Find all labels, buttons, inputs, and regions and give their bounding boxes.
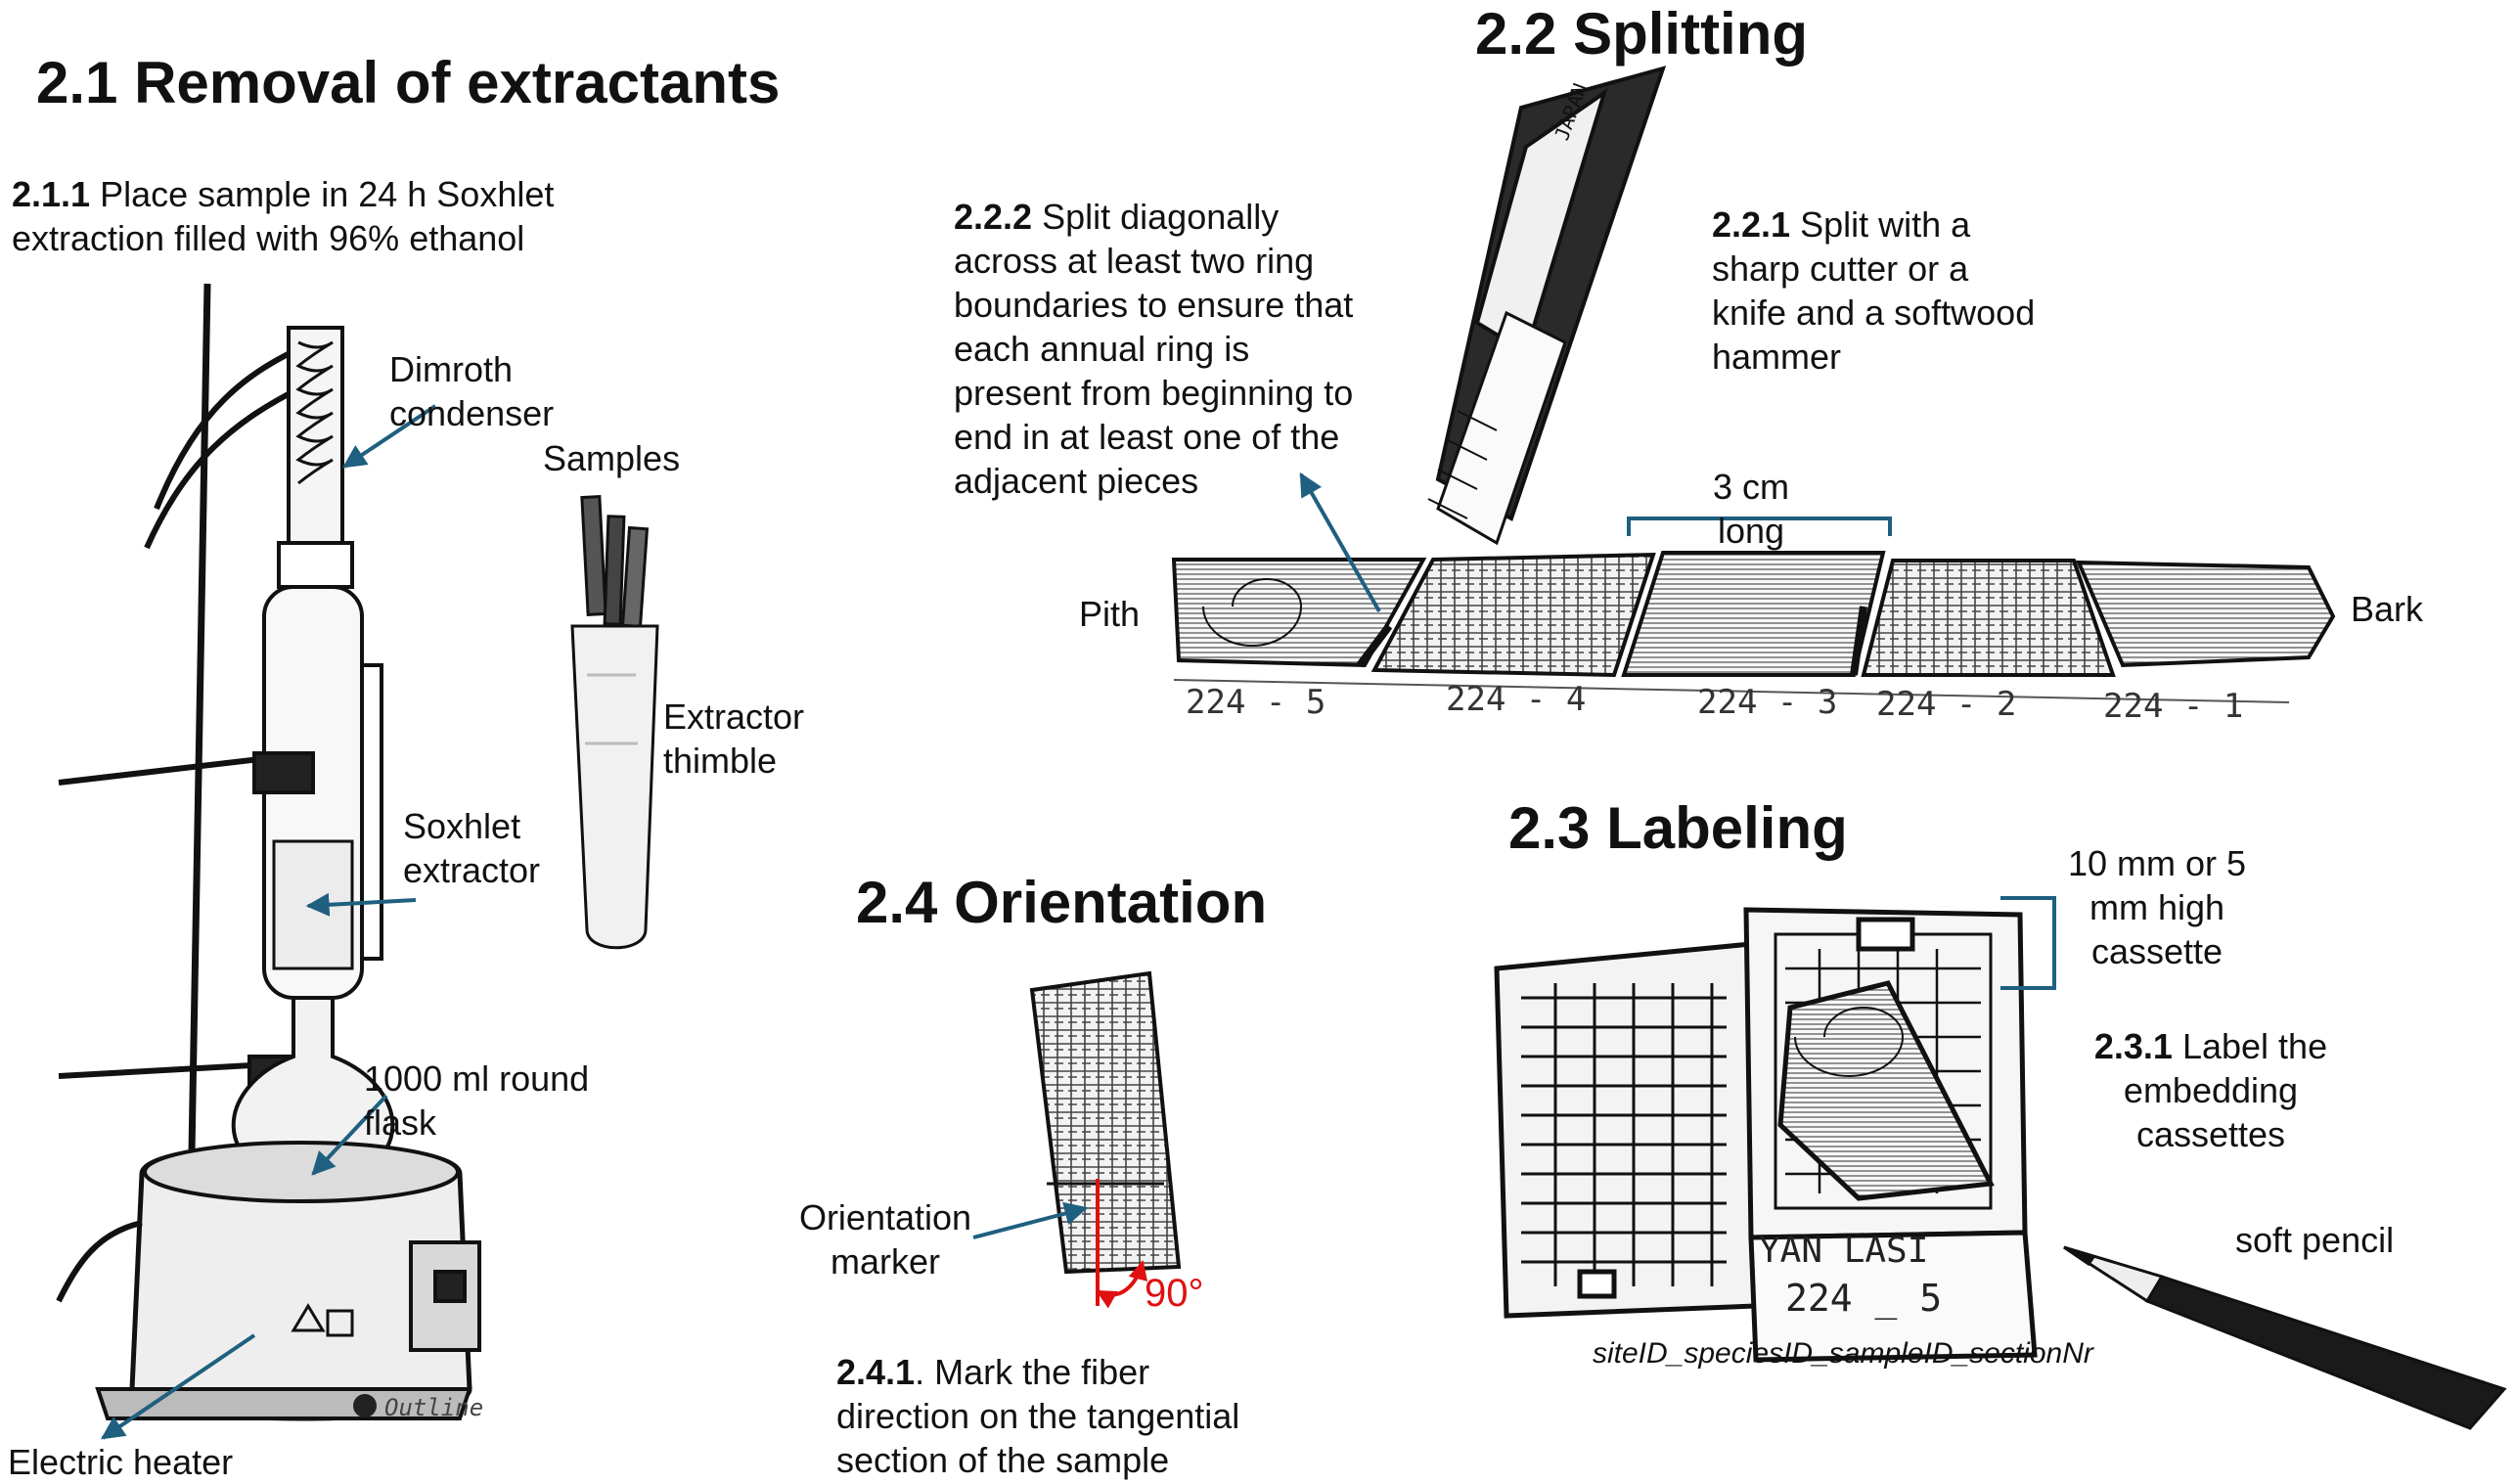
label-condenser: Dimroth condenser (389, 349, 555, 433)
wood-strip (1171, 551, 2336, 678)
piece-label-4: 224 - 4 (1446, 680, 1587, 719)
section-title-labeling: 2.3 Labeling (1508, 795, 1848, 861)
step-2-2-1: 2.2.1 Split with a sharp cutter or a kni… (1712, 202, 2044, 379)
extractor-thimble (570, 495, 659, 950)
step-2-1-1-text: Place sample in 24 h Soxhlet extraction … (12, 174, 555, 258)
step-2-3-1: 2.3.1 Label the embedding cassettes (2079, 1024, 2343, 1156)
step-2-4-1-number: 2.4.1 (836, 1352, 916, 1392)
callout-arrows-removal (101, 404, 437, 1440)
cutter-illustration: JAPAN (1427, 66, 1667, 546)
embedding-cassette (1494, 907, 2038, 1363)
step-2-1-1: 2.1.1 Place sample in 24 h Soxhlet extra… (12, 172, 599, 260)
step-2-2-2-text: Split diagonally across at least two rin… (954, 197, 1354, 501)
piece-label-2: 224 - 2 (1876, 685, 2017, 724)
label-flask: 1000 ml round flask (364, 1058, 590, 1143)
label-cassette-height: 10 mm or 5 mm high cassette (2067, 843, 2247, 971)
label-electric-heater: Electric heater (8, 1442, 234, 1482)
section-title-splitting: 2.2 Splitting (1475, 1, 1809, 67)
step-2-2-2: 2.2.2 Split diagonally across at least t… (954, 195, 1365, 503)
piece-label-5: 224 - 5 (1186, 683, 1326, 722)
step-2-4-1: 2.4.1. Mark the fiber direction on the t… (836, 1350, 1286, 1482)
cassette-line1: YAN LASI (1759, 1231, 1928, 1271)
callout-arrow-orientation (972, 1201, 1089, 1239)
label-thimble: Extractor thimble (663, 697, 805, 781)
callout-arrow-split (1299, 472, 1381, 612)
label-soxhlet-extractor: Soxhlet extractor (403, 806, 541, 890)
section-title-orientation: 2.4 Orientation (856, 870, 1268, 935)
step-2-2-1-number: 2.2.1 (1712, 204, 1791, 245)
step-2-3-1-number: 2.3.1 (2093, 1026, 2173, 1066)
soxhlet-apparatus (56, 283, 481, 1421)
soft-pencil (2063, 1245, 2507, 1430)
label-samples: Samples (543, 438, 681, 478)
orientation-angle (1096, 1179, 1148, 1309)
piece-label-1: 224 - 1 (2103, 687, 2244, 726)
step-2-2-2-number: 2.2.2 (954, 197, 1033, 237)
outline-watermark: Outline (353, 1394, 483, 1421)
label-soft-pencil: soft pencil (2235, 1220, 2395, 1260)
step-2-4-1-text: . Mark the fiber direction on the tangen… (836, 1352, 1240, 1480)
cassette-height-bracket (2000, 896, 2056, 990)
cassette-handwriting: YAN LASI 224 _ 5 (1759, 1231, 1942, 1321)
piece-label-3: 224 - 3 (1697, 683, 1838, 722)
label-orientation-marker: Orientation marker (798, 1197, 972, 1282)
piece-labels (1173, 679, 2290, 703)
orientation-sample (1029, 970, 1182, 1275)
label-pith: Pith (1079, 594, 1141, 634)
section-title-removal: 2.1 Removal of extractants (36, 50, 781, 115)
naming-convention: siteID_speciesID_sampleID_sectionNr (1593, 1337, 2093, 1370)
cassette-line2: 224 _ 5 (1785, 1277, 1942, 1321)
label-bark: Bark (2351, 589, 2424, 629)
step-2-2-1-text: Split with a sharp cutter or a knife and… (1712, 204, 2036, 377)
step-2-3-1-text: Label the embedding cassettes (2123, 1026, 2328, 1154)
label-3cm: 3 cm long (1712, 467, 1789, 551)
length-bracket (1627, 517, 1892, 536)
label-90-degrees: 90° (1145, 1272, 1204, 1315)
outline-watermark-text: Outline (384, 1394, 483, 1421)
step-2-1-1-number: 2.1.1 (12, 174, 91, 214)
